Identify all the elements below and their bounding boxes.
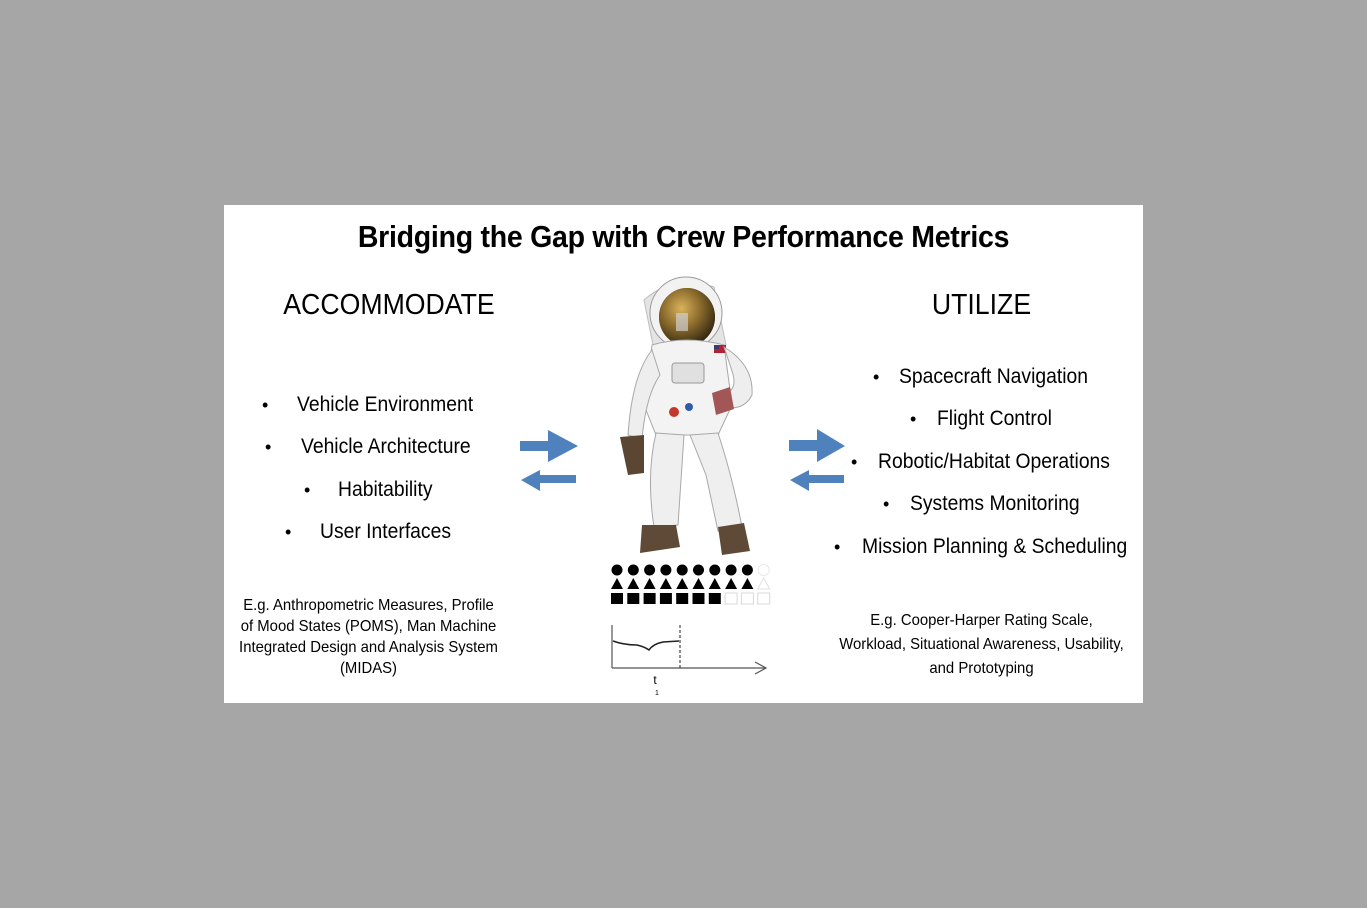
performance-curve <box>612 640 680 652</box>
slide-title: Bridging the Gap with Crew Performance M… <box>357 219 1010 254</box>
accommodate-heading: ACCOMMODATE <box>283 289 495 321</box>
square-row <box>611 593 721 604</box>
performance-timeline-graph: t 1 <box>611 625 768 697</box>
left-arrow-icon <box>521 470 576 491</box>
t-subscript-label: 1 <box>655 690 659 697</box>
triangle-row <box>611 578 754 589</box>
left-arrow-icon <box>790 470 844 491</box>
left-bidirectional-arrows-icon <box>520 430 578 491</box>
x-axis-arrowhead <box>754 661 768 675</box>
astronaut-image <box>620 276 753 555</box>
slide: Bridging the Gap with Crew Performance M… <box>224 205 1143 703</box>
accommodate-examples-note: E.g. Anthropometric Measures, Profile of… <box>239 597 498 677</box>
utilize-examples-note: E.g. Cooper-Harper Rating Scale, Workloa… <box>839 612 1124 677</box>
utilize-heading: UTILIZE <box>931 289 1032 321</box>
right-arrow-icon <box>520 430 578 462</box>
crew-shape-grid-icon <box>611 564 771 605</box>
right-arrow-icon <box>789 429 845 462</box>
t-label: t <box>653 673 657 687</box>
right-bidirectional-arrows-icon <box>789 429 845 491</box>
circle-row <box>611 564 753 576</box>
